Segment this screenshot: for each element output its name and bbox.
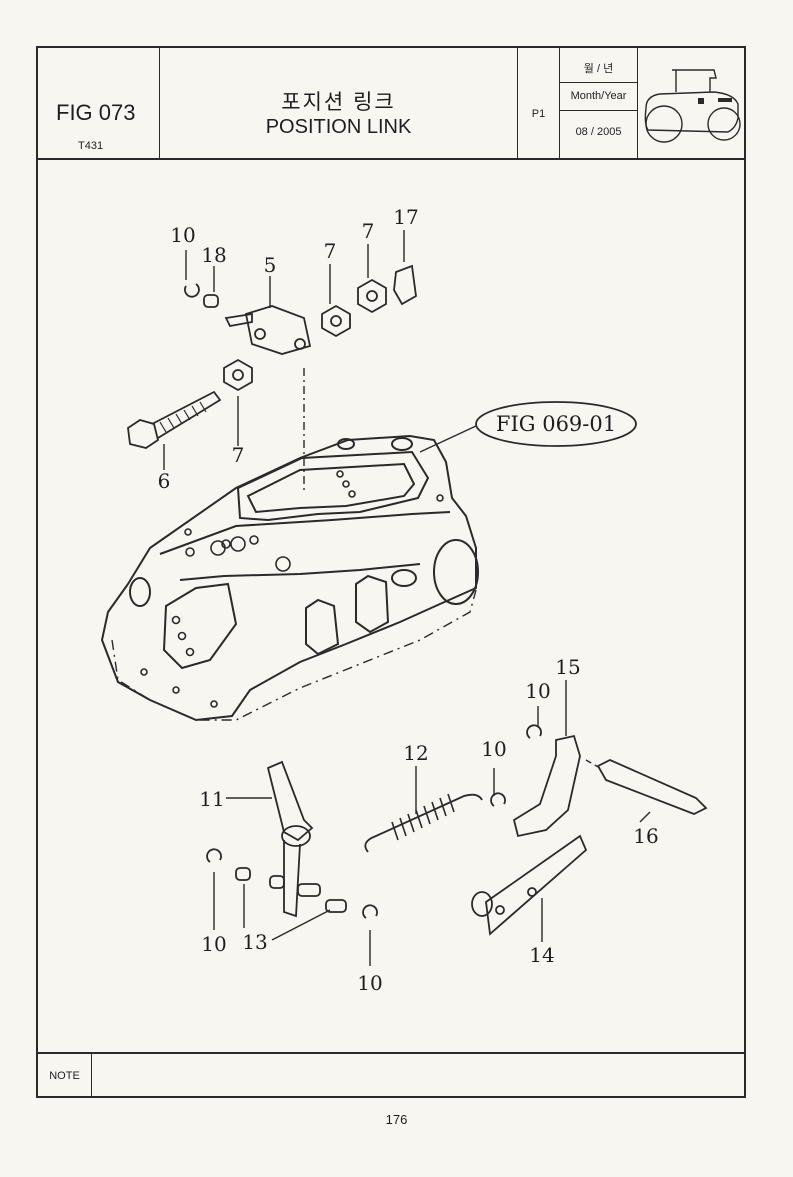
callout-18: 18 xyxy=(201,243,226,267)
callout-10: 10 xyxy=(525,679,550,703)
month-year-cell: 월 / 년 Month/Year 08 / 2005 xyxy=(560,48,638,158)
reference-bubble xyxy=(475,401,637,447)
bracket-5 xyxy=(244,305,312,355)
lower-parts xyxy=(206,724,708,936)
callout-10: 10 xyxy=(357,971,382,995)
note-label: NOTE xyxy=(38,1054,92,1098)
title-cell: 포지션 링크 POSITION LINK xyxy=(160,48,518,158)
nut-7c xyxy=(223,358,253,392)
callout-15: 15 xyxy=(555,655,580,679)
arm-15 xyxy=(512,734,581,838)
callout-10: 10 xyxy=(170,223,195,247)
leader-lines xyxy=(163,230,651,966)
callout-13: 13 xyxy=(242,930,267,954)
callout-10: 10 xyxy=(201,932,226,956)
callout-7: 7 xyxy=(232,443,245,467)
title-korean: 포지션 링크 xyxy=(281,91,396,114)
spring-12 xyxy=(364,793,483,853)
snap-ring-10a xyxy=(184,283,200,298)
month-year-label: Month/Year xyxy=(570,90,627,102)
bolt-thread xyxy=(159,401,207,433)
figure-number: FIG 073 xyxy=(56,100,136,125)
nut-7a xyxy=(321,304,351,338)
bolt-6-head xyxy=(127,419,160,449)
tractor-icon xyxy=(644,69,741,143)
snap-ring-10d xyxy=(206,848,222,863)
housing-holes xyxy=(140,470,444,708)
callouts: 10 18 5 7 7 17 6 7 15 10 12 10 11 16 10 … xyxy=(158,205,659,995)
pin-18 xyxy=(203,294,219,308)
clip-17 xyxy=(393,264,417,306)
title-english: POSITION LINK xyxy=(265,116,412,138)
tractor-cell xyxy=(638,48,744,158)
snap-ring-10b xyxy=(526,724,542,739)
header-block: FIG 073 T431 포지션 링크 POSITION LINK P1 월 /… xyxy=(38,48,744,160)
fig-cell: FIG 073 T431 xyxy=(38,48,160,158)
callout-5: 5 xyxy=(264,253,277,277)
lift-housing xyxy=(100,434,479,722)
page-number: 176 xyxy=(385,1112,408,1127)
snap-ring-10c xyxy=(490,792,506,807)
shaft-16 xyxy=(596,759,708,815)
issue-date: 08 / 2005 xyxy=(575,126,622,138)
page-code: P1 xyxy=(531,108,546,120)
month-year-korean: 월 / 년 xyxy=(583,63,614,75)
note-row: NOTE xyxy=(38,1052,744,1098)
callout-11: 11 xyxy=(199,787,224,811)
spring-coils xyxy=(391,793,455,841)
callout-10: 10 xyxy=(481,737,506,761)
parts-sheet: FIG 073 T431 포지션 링크 POSITION LINK P1 월 /… xyxy=(36,46,746,1098)
callout-12: 12 xyxy=(403,741,428,765)
callout-16: 16 xyxy=(633,824,658,848)
callout-17: 17 xyxy=(393,205,418,229)
nut-7b xyxy=(357,278,387,314)
model-code: T431 xyxy=(78,140,104,152)
snap-ring-10e xyxy=(362,904,378,919)
callout-7: 7 xyxy=(362,219,375,243)
reference-label: FIG 069-01 xyxy=(496,412,616,436)
housing-centerline xyxy=(111,589,477,721)
page-code-cell: P1 xyxy=(518,48,560,158)
callout-6: 6 xyxy=(158,469,171,493)
callout-14: 14 xyxy=(529,943,554,967)
upper-parts xyxy=(127,264,417,449)
plate-14 xyxy=(485,834,588,936)
callout-7: 7 xyxy=(324,239,337,263)
